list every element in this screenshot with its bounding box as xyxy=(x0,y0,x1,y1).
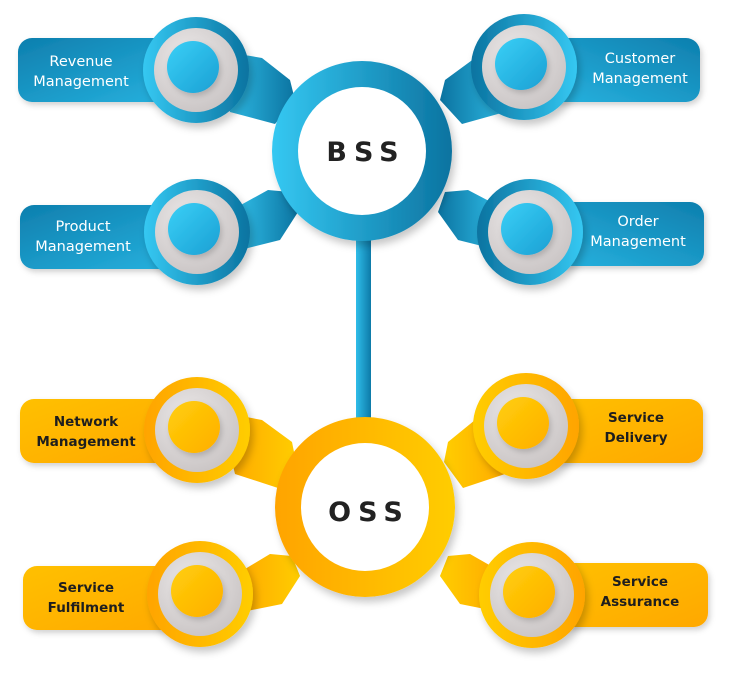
hub-center xyxy=(298,87,426,215)
node-customer-management[interactable]: Customer Management xyxy=(471,14,700,120)
label-line2: Fulfilment xyxy=(48,600,125,616)
node-service-fulfilment[interactable]: Service Fulfilment xyxy=(23,541,253,647)
pill-delivery xyxy=(545,399,703,463)
pill-assurance xyxy=(550,563,708,627)
node-service-delivery[interactable]: Service Delivery xyxy=(473,373,703,479)
label-line1: Service xyxy=(612,574,668,590)
label-line2: Management xyxy=(35,239,131,255)
node-network-management[interactable]: Network Management xyxy=(20,377,250,483)
ball-icon xyxy=(171,565,223,617)
label-line1: Service xyxy=(58,580,114,596)
label-line1: Service xyxy=(608,410,664,426)
label-line1: Product xyxy=(55,219,110,235)
ball-icon xyxy=(167,41,219,93)
hub-bss[interactable]: BSS xyxy=(272,61,452,241)
label-line1: Customer xyxy=(605,51,675,67)
label-line2: Management xyxy=(592,71,688,87)
hub-label: BSS xyxy=(326,137,405,168)
oss-group: Network Management Service Delivery Serv… xyxy=(20,373,708,648)
pill-customer xyxy=(545,38,700,102)
ball-icon xyxy=(495,38,547,90)
bss-group: Revenue Management Customer Management P… xyxy=(18,14,704,285)
pill-order xyxy=(548,202,704,266)
label-line1: Network xyxy=(54,414,119,430)
label-line1: Revenue xyxy=(49,54,112,70)
label-line1: Order xyxy=(617,214,658,230)
label-line2: Management xyxy=(590,234,686,250)
label-line2: Delivery xyxy=(604,430,667,446)
hub-label: OSS xyxy=(328,497,410,528)
ball-icon xyxy=(503,566,555,618)
node-order-management[interactable]: Order Management xyxy=(477,179,704,285)
node-revenue-management[interactable]: Revenue Management xyxy=(18,17,249,123)
label-line2: Management xyxy=(33,74,129,90)
ball-icon xyxy=(497,397,549,449)
bss-oss-connector xyxy=(356,220,371,440)
node-service-assurance[interactable]: Service Assurance xyxy=(479,542,708,648)
ball-icon xyxy=(501,203,553,255)
label-line2: Assurance xyxy=(601,594,680,610)
label-line2: Management xyxy=(36,434,136,450)
ball-icon xyxy=(168,401,220,453)
hub-oss[interactable]: OSS xyxy=(275,417,455,597)
node-product-management[interactable]: Product Management xyxy=(20,179,250,285)
ball-icon xyxy=(168,203,220,255)
hub-center xyxy=(301,443,429,571)
